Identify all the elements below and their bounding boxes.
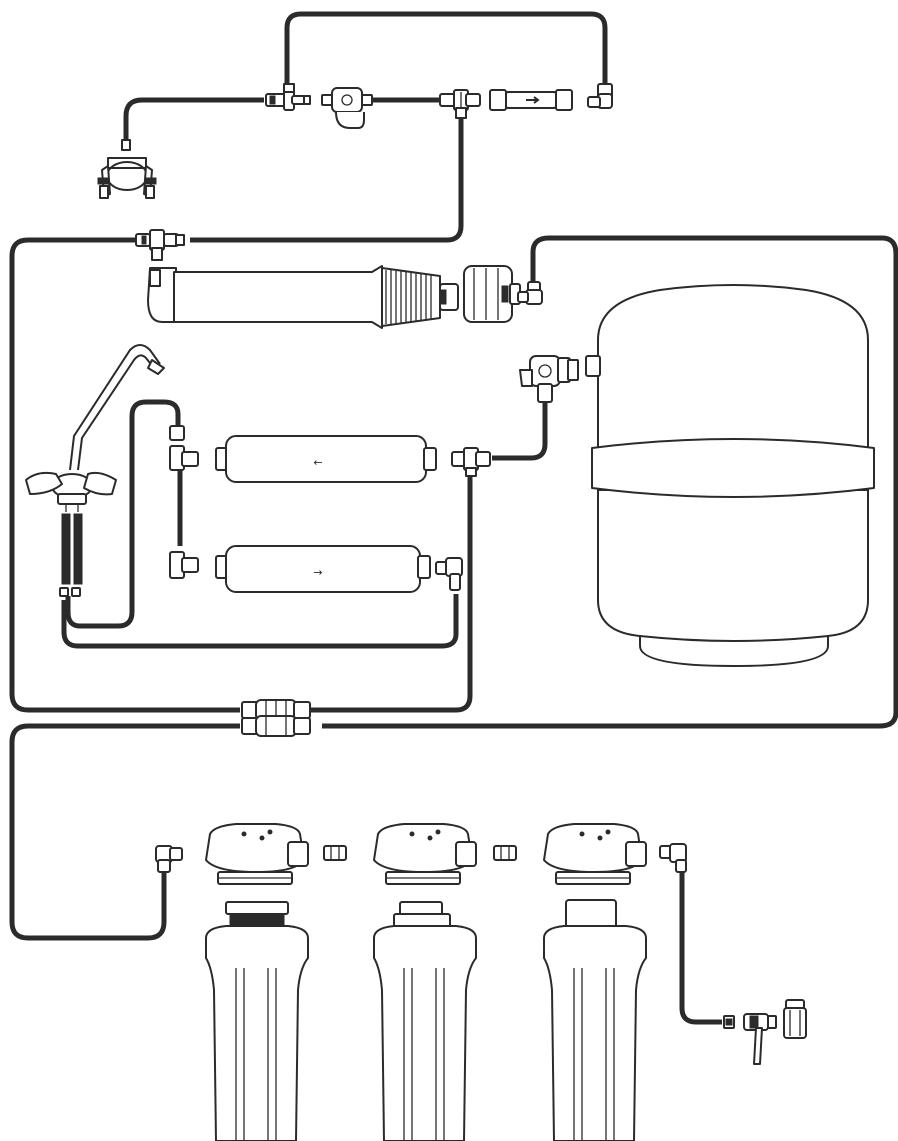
tee-fitting-membrane — [135, 229, 185, 261]
membrane-housing — [147, 265, 459, 329]
membrane-cap — [463, 265, 521, 323]
tee-fitting-drain — [265, 83, 311, 111]
union-connector-lower — [241, 715, 311, 737]
elbow-fitting-membrane — [517, 281, 543, 305]
auto-shutoff-valve — [321, 87, 373, 129]
tube-feed-valve — [679, 870, 722, 1025]
tube-top-loop — [284, 11, 608, 90]
flow-restrictor — [489, 89, 573, 111]
elbow-fitting-top — [587, 83, 613, 109]
tee-fitting-post — [451, 447, 491, 477]
prefilter-housing-3 — [543, 823, 647, 1141]
remineralization-filter: → — [169, 545, 431, 593]
tee-fitting-feed — [439, 89, 481, 119]
flow-arrow-remin: → — [313, 566, 322, 579]
post-carbon-filter: ← — [169, 425, 437, 483]
tube-membrane-feed — [190, 116, 464, 243]
tube-drain-clamp — [123, 97, 264, 140]
nipple-connector-1 — [323, 845, 347, 861]
elbow-fitting-remin — [435, 557, 463, 591]
tank-ball-valve — [519, 355, 579, 403]
drain-saddle-clamp — [97, 139, 157, 199]
tube-left-loop — [9, 237, 240, 713]
tube-faucet-return — [61, 594, 459, 649]
flow-arrow-carbon: ← — [313, 456, 322, 469]
tube-tank-link — [492, 402, 548, 461]
tubing — [9, 11, 898, 1025]
dual-lever-faucet — [25, 344, 165, 597]
tube-faucet-loop — [65, 399, 181, 629]
nipple-connector-2 — [493, 845, 517, 861]
storage-tank — [585, 284, 875, 667]
tube-bottom-left — [9, 723, 240, 941]
prefilter-housing-2 — [373, 823, 477, 1141]
feed-valve — [723, 999, 807, 1065]
tube-permeate-out — [306, 470, 473, 713]
tube-right-loop — [322, 235, 898, 729]
elbow-fitting-inlet — [155, 845, 183, 873]
elbow-fitting-outlet — [659, 843, 687, 873]
prefilter-housing-1 — [205, 823, 309, 1141]
